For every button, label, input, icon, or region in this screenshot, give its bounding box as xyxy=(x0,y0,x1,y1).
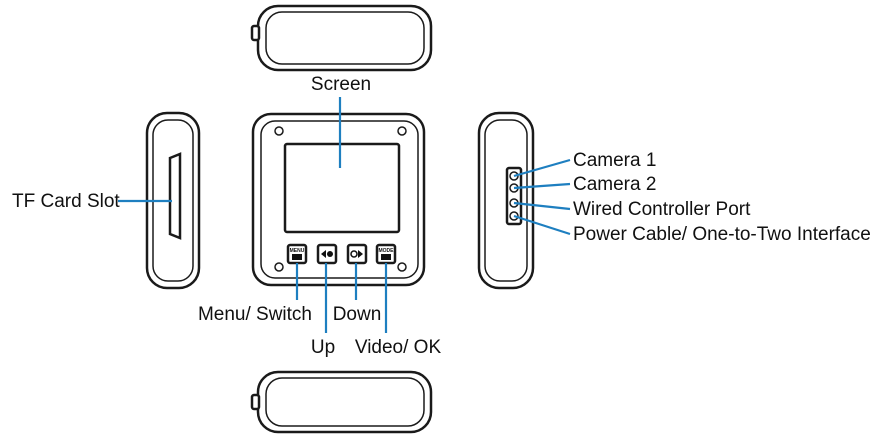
device-right-view xyxy=(477,111,535,290)
leader-lines xyxy=(118,97,571,333)
label-up: Up xyxy=(311,337,335,358)
label-camera-1: Camera 1 xyxy=(573,150,656,171)
down-button[interactable] xyxy=(346,243,368,265)
screw xyxy=(397,262,407,272)
label-power-cable: Power Cable/ One-to-Two Interface xyxy=(573,224,871,245)
label-wired-controller-port: Wired Controller Port xyxy=(573,199,751,220)
screw xyxy=(274,262,284,272)
label-down: Down xyxy=(333,304,382,325)
video-ok-button[interactable]: MODE xyxy=(375,243,397,265)
label-screen: Screen xyxy=(311,74,371,95)
label-tf-card-slot: TF Card Slot xyxy=(12,191,120,212)
label-camera-2: Camera 2 xyxy=(573,174,656,195)
mode-button-text: MODE xyxy=(379,248,395,254)
menu-button-text: MENU xyxy=(290,248,305,254)
leader-camera-1 xyxy=(513,158,571,178)
tf-card-slot-shape xyxy=(168,152,182,240)
leader-wired-controller xyxy=(513,201,571,211)
screw xyxy=(274,126,284,136)
device-front-view: MENU MODE xyxy=(251,112,426,287)
device-bottom-view xyxy=(250,370,433,434)
screw xyxy=(397,126,407,136)
label-menu-switch: Menu/ Switch xyxy=(198,304,312,325)
leader-camera-2 xyxy=(513,182,571,190)
port-strip xyxy=(505,166,523,226)
label-video-ok: Video/ OK xyxy=(355,337,442,358)
leader-power xyxy=(513,214,571,236)
device-top-view xyxy=(250,4,433,72)
up-button[interactable] xyxy=(316,243,338,265)
port-power xyxy=(509,211,519,221)
screen-area xyxy=(283,142,401,234)
menu-switch-button[interactable]: MENU xyxy=(286,243,308,265)
